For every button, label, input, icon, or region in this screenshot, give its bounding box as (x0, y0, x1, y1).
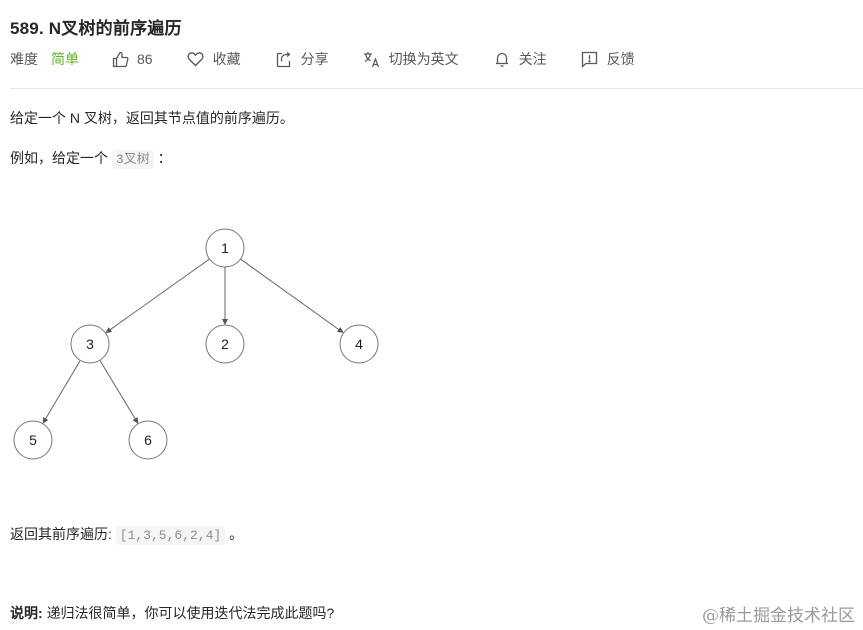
translate-label: 切换为英文 (388, 51, 459, 67)
favorite-button[interactable]: 收藏 (187, 49, 241, 69)
translate-button[interactable]: 切换为英文 (363, 49, 459, 69)
feedback-icon (581, 50, 599, 68)
note-text: 递归法很简单，你可以使用迭代法完成此题吗? (46, 605, 335, 621)
favorite-label: 收藏 (212, 51, 241, 67)
example-prefix: 例如，给定一个 (10, 150, 108, 166)
note-label: 说明: (10, 605, 43, 621)
example-suffix: ： (157, 150, 172, 166)
feedback-button[interactable]: 反馈 (581, 49, 635, 69)
tree-edge (105, 258, 210, 333)
header-divider (10, 88, 863, 89)
watermark: @稀土掘金技术社区 (702, 606, 855, 626)
problem-title: 589. N叉树的前序遍历 (10, 19, 182, 38)
svg-text:5: 5 (29, 432, 37, 448)
tree-node: 5 (13, 420, 53, 460)
svg-text:4: 4 (355, 336, 363, 352)
result-code: [1,3,5,6,2,4] (115, 526, 226, 545)
thumbs-up-icon (111, 50, 129, 68)
svg-text:6: 6 (144, 432, 152, 448)
problem-description: 给定一个 N 叉树，返回其节点值的前序遍历。 (10, 110, 294, 126)
bell-icon (493, 50, 511, 68)
share-icon (275, 50, 293, 68)
tree-edge (42, 360, 81, 424)
result-line: 返回其前序遍历: [1,3,5,6,2,4] 。 (10, 524, 244, 545)
tree-nodes: 1 3 2 4 5 6 (13, 228, 379, 460)
follow-label: 关注 (518, 51, 547, 67)
tree-edges (42, 258, 344, 424)
example-line: 例如，给定一个 3叉树 ： (10, 148, 172, 169)
example-code: 3叉树 (111, 150, 154, 169)
feedback-label: 反馈 (606, 51, 635, 67)
tree-edge (99, 360, 139, 424)
problem-meta-bar: 难度 简单 86 收藏 分享 切换为英文 关注 反馈 (10, 48, 669, 70)
note-line: 说明: 递归法很简单，你可以使用迭代法完成此题吗? (10, 603, 334, 623)
tree-node: 3 (70, 324, 110, 364)
svg-text:1: 1 (221, 240, 229, 256)
difficulty-badge: 简单 (51, 51, 79, 67)
tree-node: 2 (205, 324, 245, 364)
heart-icon (187, 50, 205, 68)
result-suffix: 。 (229, 526, 244, 542)
difficulty-label: 难度 (10, 51, 38, 67)
result-prefix: 返回其前序遍历: (10, 526, 112, 542)
svg-text:3: 3 (86, 336, 94, 352)
like-count: 86 (137, 51, 153, 67)
tree-edge (240, 258, 344, 333)
like-button[interactable]: 86 (111, 50, 153, 68)
tree-node: 1 (205, 228, 245, 268)
n-ary-tree-diagram: 1 3 2 4 5 6 (13, 228, 379, 460)
svg-text:2: 2 (221, 336, 229, 352)
tree-node: 4 (339, 324, 379, 364)
translate-icon (363, 50, 381, 68)
share-label: 分享 (300, 51, 329, 67)
tree-node: 6 (128, 420, 168, 460)
follow-button[interactable]: 关注 (493, 49, 547, 69)
share-button[interactable]: 分享 (275, 49, 329, 69)
